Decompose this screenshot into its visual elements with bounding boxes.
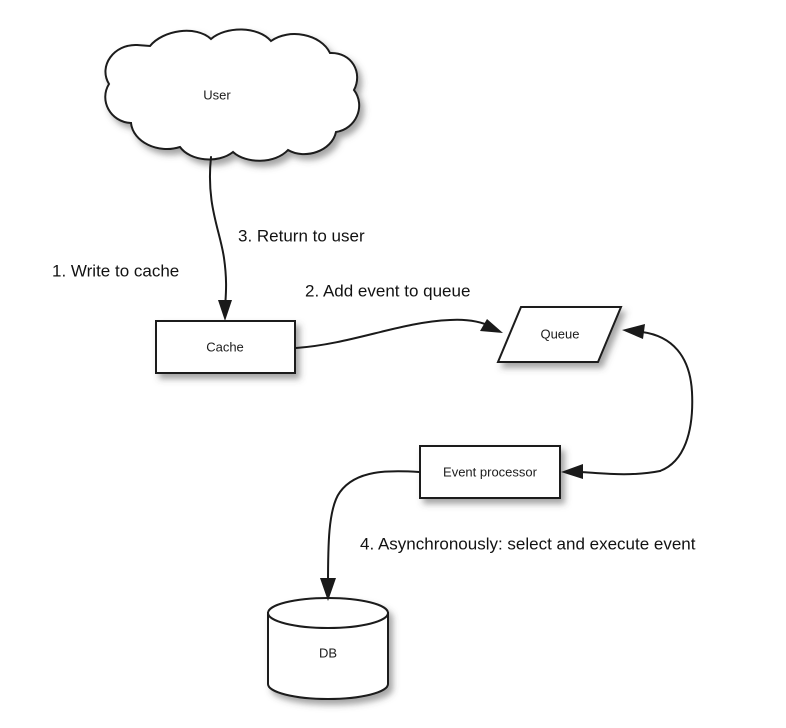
db-cylinder-top (267, 597, 389, 629)
edge-queue-to-proc-line (579, 470, 661, 476)
edge-user-to-cache-arrowhead (218, 300, 232, 321)
node-user-label: User (203, 87, 231, 102)
node-event-processor-label: Event processor (443, 464, 538, 479)
cloud-shape (104, 28, 361, 162)
edge-proc-to-queue-line (641, 331, 694, 472)
edge-proc-to-queue (622, 324, 694, 472)
node-queue-label: Queue (540, 326, 579, 341)
edge-cache-to-queue-line (295, 318, 493, 349)
edge-user-to-cache-line (208, 156, 228, 312)
node-cache[interactable]: Cache (155, 320, 296, 374)
node-queue[interactable]: Queue (496, 306, 623, 363)
node-event-processor[interactable]: Event processor (419, 445, 561, 499)
edge-queue-to-proc (561, 464, 661, 479)
step-label-3: 3. Return to user (238, 226, 365, 245)
edge-proc-to-db (320, 470, 420, 601)
db-cylinder-body (267, 612, 389, 700)
edge-cache-to-queue-arrowhead (480, 319, 503, 333)
edge-cache-to-queue (295, 318, 503, 349)
edge-proc-to-db-arrowhead (320, 578, 336, 601)
queue-shape (496, 306, 623, 363)
step-label-4: 4. Asynchronously: select and execute ev… (360, 534, 696, 553)
edge-proc-to-db-line (327, 470, 420, 586)
node-db[interactable]: DB (267, 597, 389, 700)
edge-queue-to-proc-arrowhead (561, 464, 583, 479)
edge-proc-to-queue-arrowhead (622, 324, 645, 339)
node-db-label: DB (319, 645, 337, 660)
node-cache-label: Cache (206, 339, 244, 354)
step-label-2: 2. Add event to queue (305, 281, 470, 300)
step-label-1: 1. Write to cache (52, 261, 179, 280)
edge-user-to-cache (208, 156, 232, 321)
node-user[interactable]: User (104, 28, 361, 162)
cache-shape (155, 320, 296, 374)
